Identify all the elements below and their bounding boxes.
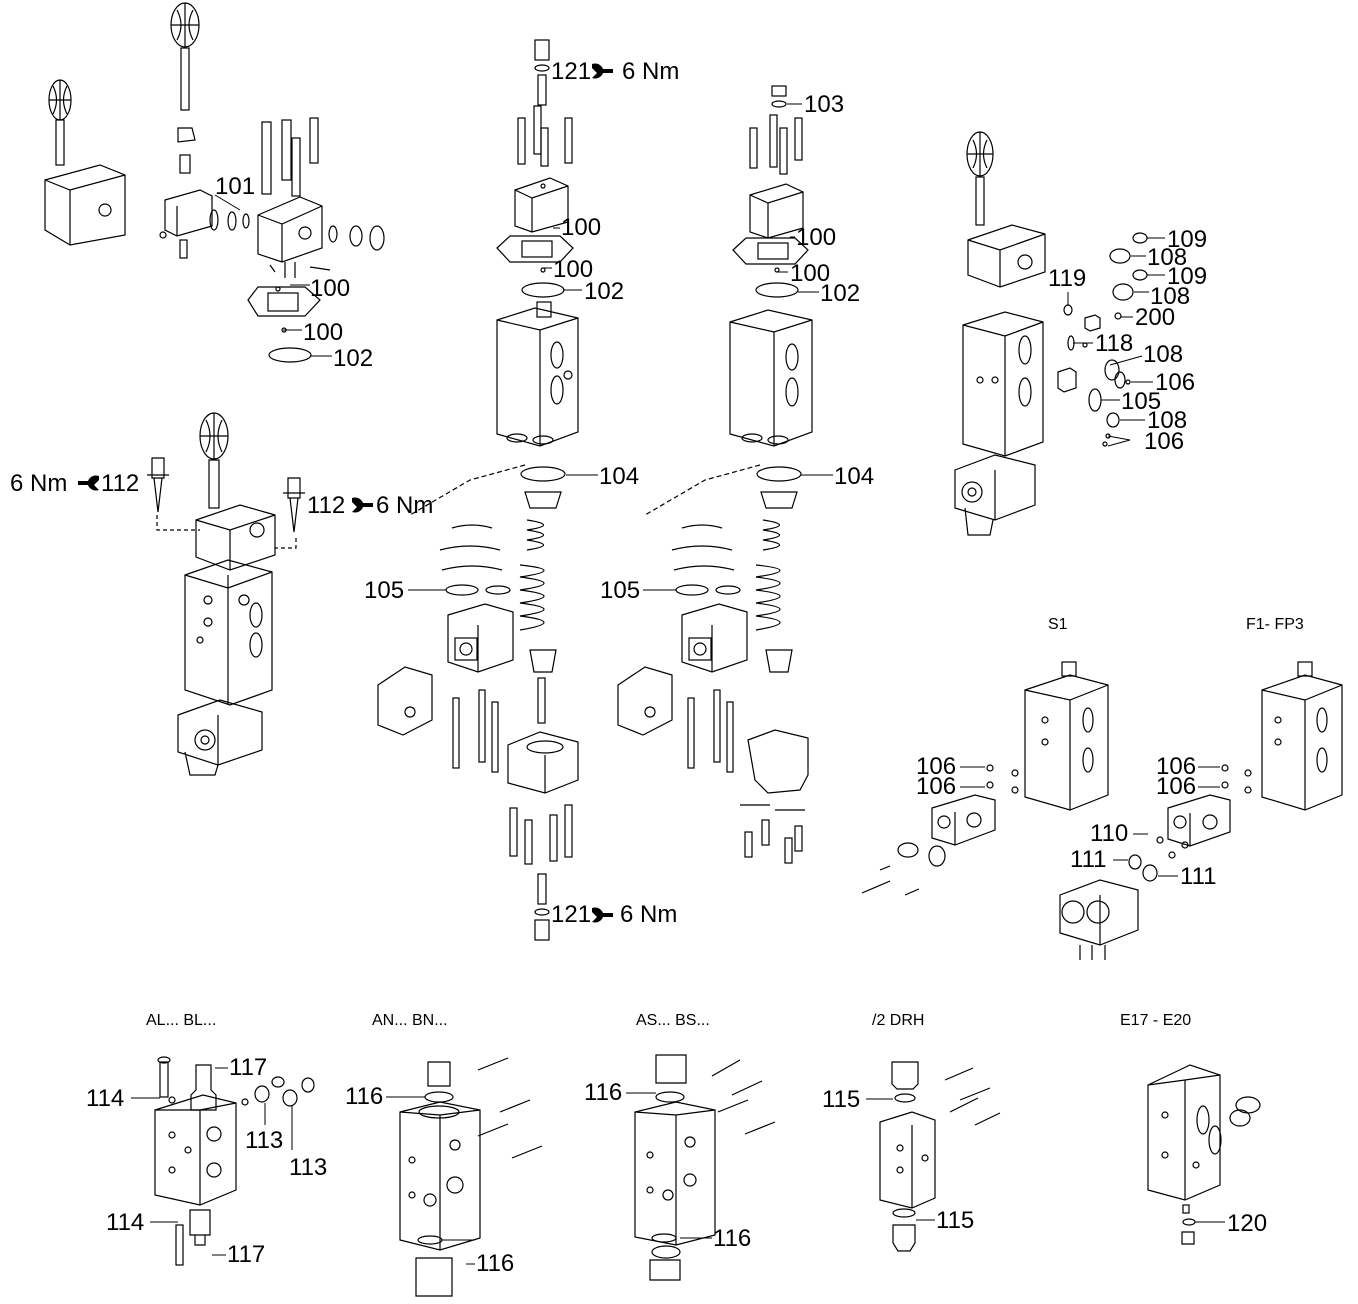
- caption-an-bn: AN... BN...: [372, 1012, 448, 1029]
- callout-121: 121: [551, 901, 592, 928]
- caption-as-bs: AS... BS...: [636, 1012, 710, 1029]
- callout-112: 112: [307, 492, 346, 519]
- callout-106: 106: [916, 753, 957, 780]
- wrench-icon: [592, 907, 613, 923]
- variant-e17-e20: [1147, 1064, 1261, 1245]
- s1-f1-fp3-options: [861, 661, 1343, 960]
- callout-119: 119: [1048, 265, 1087, 292]
- callout-101: 101: [215, 173, 256, 200]
- caption-f1-fp3: F1- FP3: [1246, 616, 1304, 633]
- caption-drh: /2 DRH: [872, 1012, 925, 1029]
- torque-6nm: 6 Nm: [622, 58, 680, 85]
- callout-110: 110: [1090, 820, 1129, 847]
- callout-106: 106: [916, 773, 957, 800]
- callout-117: 117: [229, 1054, 268, 1081]
- caption-al-bl: AL... BL...: [146, 1012, 217, 1029]
- lever-valve-assembled: [44, 79, 126, 246]
- valve-stack-left: [377, 39, 579, 941]
- callout-116: 116: [584, 1079, 623, 1106]
- callout-113: 113: [289, 1154, 328, 1181]
- callout-108: 108: [1147, 244, 1188, 271]
- lever-valve-seals: [954, 131, 1148, 536]
- callout-100: 100: [790, 260, 831, 287]
- wrench-icon: [352, 497, 373, 513]
- callout-102: 102: [820, 280, 861, 307]
- callout-114: 114: [86, 1085, 125, 1112]
- torque-6nm: 6 Nm: [620, 901, 678, 928]
- callout-105: 105: [600, 577, 641, 604]
- torque-6nm: 6 Nm: [376, 492, 434, 519]
- callout-100: 100: [303, 319, 344, 346]
- callout-102: 102: [584, 278, 625, 305]
- callout-103: 103: [804, 91, 845, 118]
- callout-121: 121: [551, 58, 592, 85]
- wrench-icon: [592, 63, 613, 79]
- callout-100: 100: [561, 214, 602, 241]
- callout-102: 102: [333, 345, 374, 372]
- caption-s1: S1: [1048, 616, 1068, 633]
- variant-drh: [879, 1061, 1001, 1252]
- callout-109: 109: [1167, 226, 1208, 253]
- wrench-icon: [78, 475, 99, 491]
- callout-109: 109: [1167, 263, 1208, 290]
- callout-117: 117: [227, 1241, 266, 1268]
- callout-106: 106: [1156, 753, 1197, 780]
- callout-200: 200: [1135, 304, 1176, 331]
- callout-105: 105: [364, 577, 405, 604]
- callout-106: 106: [1156, 773, 1197, 800]
- callout-108: 108: [1143, 341, 1184, 368]
- callout-112: 112: [101, 470, 140, 497]
- callout-120: 120: [1227, 1210, 1268, 1237]
- callout-100: 100: [796, 224, 837, 251]
- callout-108: 108: [1150, 283, 1191, 310]
- callout-100: 100: [310, 275, 351, 302]
- callout-104: 104: [834, 463, 875, 490]
- callout-111: 111: [1180, 863, 1217, 890]
- callout-104: 104: [599, 463, 640, 490]
- callout-116: 116: [713, 1225, 752, 1252]
- callout-111: 111: [1070, 846, 1107, 873]
- callout-108: 108: [1147, 407, 1188, 434]
- callout-118: 118: [1095, 330, 1134, 357]
- callout-115: 115: [936, 1207, 975, 1234]
- callout-115: 115: [822, 1086, 861, 1113]
- variant-an-bn: [399, 1057, 543, 1297]
- callout-116: 116: [476, 1250, 515, 1277]
- valve-stack-right: [617, 85, 813, 864]
- lever-solenoid-valve: [147, 412, 305, 776]
- callout-116: 116: [345, 1083, 384, 1110]
- callout-106: 106: [1144, 428, 1185, 455]
- variant-al-bl: [154, 1056, 315, 1266]
- callout-106: 106: [1155, 369, 1196, 396]
- callout-105: 105: [1121, 388, 1162, 415]
- torque-6nm: 6 Nm: [10, 470, 68, 497]
- leader-lines: [131, 103, 1225, 1265]
- callout-114: 114: [106, 1209, 145, 1236]
- callout-100: 100: [553, 256, 594, 283]
- lever-exploded: [159, 2, 385, 363]
- caption-e17-e20: E17 - E20: [1120, 1012, 1192, 1029]
- variant-as-bs: [634, 1054, 776, 1281]
- callout-113: 113: [245, 1127, 284, 1154]
